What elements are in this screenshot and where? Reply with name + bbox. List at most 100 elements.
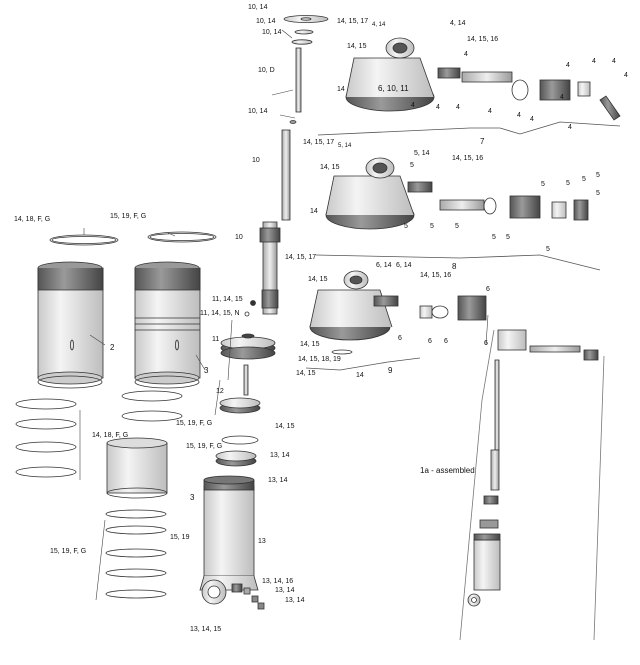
label-13-14-a: 13, 14 [270,452,290,459]
label-14-15-16-b: 14, 15, 16 [452,155,484,162]
label-11: 11 [212,336,220,343]
label-14-15-18-19: 14, 15, 18, 19 [298,356,341,363]
label-14-c: 14 [356,372,364,379]
label-5-h: 5 [430,223,434,230]
label-4-k: 4 [530,116,534,123]
label-14-15-c: 14, 15 [275,423,295,430]
label-5-14-b: 5, 14 [414,150,430,157]
label-14-15-b: 14, 15 [296,370,316,377]
label-5-j: 5 [492,234,496,241]
label-14-18-f-g-a: 14, 18, F, G [14,216,51,223]
label-10-b: 10 [235,234,243,241]
label-14-a: 14 [337,86,345,93]
label-13: 13 [258,538,266,545]
seal-ring-15-19 [147,231,217,243]
label-4-d: 4 [612,58,616,65]
label-3-a: 3 [204,366,209,375]
label-8: 8 [452,262,457,271]
label-5-l: 5 [546,246,550,253]
damper-body-13 [199,475,265,610]
label-6-d: 6 [444,338,448,345]
label-13-14-d: 13, 14 [285,597,305,604]
label-5-k: 5 [506,234,510,241]
label-15-19-f-g-c: 15, 19, F, G [186,443,223,450]
label-5-f: 5 [596,190,600,197]
label-4-14-b: 4, 14 [450,20,466,27]
label-6-b: 6 [398,335,402,342]
seal-rings-13-14 [215,435,259,467]
label-15-19-f-g-d: 15, 19, F, G [50,548,87,555]
label-4-m: 4 [560,94,564,101]
label-4-e: 4 [624,72,628,79]
label-4-i: 4 [488,108,492,115]
label-4-j: 4 [517,112,521,119]
label-14-15-a: 14, 15 [300,341,320,348]
label-9: 9 [388,366,393,375]
air-can-3 [134,261,201,389]
label-10-14-b: 10, 14 [256,18,276,25]
seal-ring-14-18 [49,234,119,246]
label-6-14-b: 6, 14 [396,262,412,269]
label-14-15-17-c: 14, 15, 17 [285,254,317,261]
label-6-e: 6 [484,340,488,347]
label-5-d: 5 [582,176,586,183]
label-11-14-15-n: 11, 14, 15, N [200,310,240,317]
piston-assembly-11 [220,333,276,360]
label-2: 2 [110,343,115,352]
label-3-b: 3 [190,493,195,502]
label-14-15-e: 14, 15 [320,164,340,171]
leader-lines [79,29,489,601]
reservoir-head-5 [325,157,589,230]
label-15-19: 15, 19 [170,534,190,541]
label-4-l: 4 [568,124,572,131]
label-10-14-d: 10, 14 [248,108,268,115]
sleeve-3 [106,437,168,499]
label-6-14-a: 6, 14 [376,262,392,269]
damper-shaft-10 [244,129,291,317]
reservoir-head-4 [345,37,621,121]
label-14-15-d: 14, 15 [347,43,367,50]
assembled-shock-1a [467,329,599,607]
label-15-19-f-g-b: 15, 19, F, G [176,420,213,427]
label-10-d: 10, D [258,67,275,74]
label-14-15-17-b: 14, 15, 17 [303,139,335,146]
label-13-14-15: 13, 14, 15 [190,626,222,633]
label-6-c: 6 [428,338,432,345]
label-14-18-f-g-b: 14, 18, F, G [92,432,129,439]
label-5-a: 5 [410,162,414,169]
label-10-14-a: 10, 14 [248,4,268,11]
label-5-b: 5 [541,181,545,188]
label-10-a: 10 [252,157,260,164]
label-4-b: 4 [566,62,570,69]
label-14-15-17-a: 14, 15, 17 [337,18,369,25]
label-10-14-c: 10, 14 [262,29,282,36]
label-14-15-16-c: 14, 15, 16 [420,272,452,279]
air-can-2 [37,261,104,389]
reservoir-head-6 [309,270,487,355]
label-14-15-16-a: 14, 15, 16 [467,36,499,43]
label-6-10-11: 6, 10, 11 [378,84,409,93]
seal-rings-left-stack [15,390,183,478]
label-4-f: 4 [411,102,415,109]
label-4-14-a: 4, 14 [372,22,386,28]
label-6-a: 6 [486,286,490,293]
label-14-b: 14 [310,208,318,215]
seal-rings-lower-stack [105,509,167,599]
label-4-a: 4 [464,51,468,58]
label-7: 7 [480,137,485,146]
shaft-10-d [289,47,302,124]
label-4-h: 4 [456,104,460,111]
label-5-g: 5 [404,223,408,230]
label-13-14-16: 13, 14, 16 [262,578,294,585]
caption-assembled: 1a - assembled [420,466,475,475]
label-15-19-f-g-a: 15, 19, F, G [110,213,147,220]
label-12: 12 [216,388,224,395]
label-14-15-f: 14, 15 [308,276,328,283]
label-11-14-15: 11, 14, 15 [212,296,243,303]
label-4-g: 4 [436,104,440,111]
label-4-c: 4 [592,58,596,65]
label-13-14-b: 13, 14 [268,477,288,484]
base-valve-12 [219,364,261,414]
